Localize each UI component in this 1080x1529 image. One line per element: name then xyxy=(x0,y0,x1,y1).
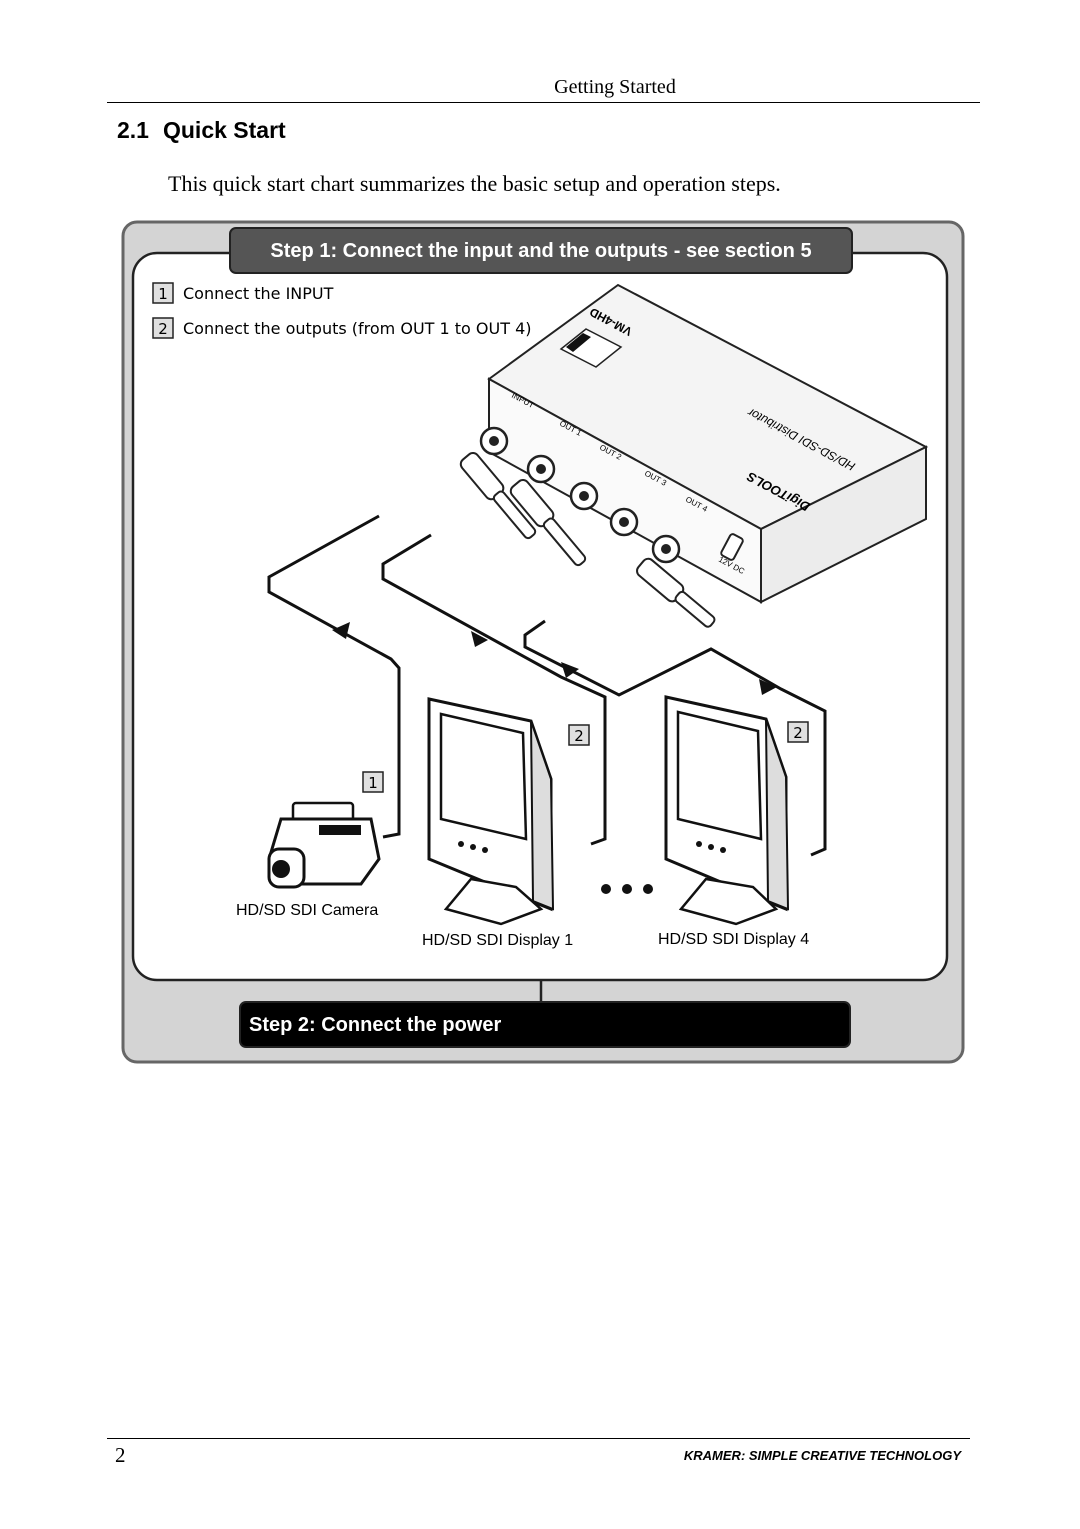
intro-paragraph: This quick start chart summarizes the ba… xyxy=(168,171,781,196)
instruction-text-1: Connect the INPUT xyxy=(183,284,334,303)
section-number: 2.1 xyxy=(117,117,149,143)
display-4-monitor xyxy=(664,695,790,926)
page-number: 2 xyxy=(115,1443,126,1467)
quick-start-chart: Step 1: Connect the input and the output… xyxy=(121,220,965,1064)
cable-out4-display4 xyxy=(523,619,827,857)
cable-arrow-input xyxy=(332,622,350,639)
display1-label: HD/SD SDI Display 1 xyxy=(422,932,573,949)
display-1-monitor xyxy=(427,697,555,926)
running-header: Getting Started xyxy=(554,76,676,98)
footer-brand: KRAMER: SIMPLE CREATIVE TECHNOLOGY xyxy=(683,1448,961,1463)
cable-arrow-out4-a xyxy=(561,662,579,678)
ellipsis-dot xyxy=(601,884,611,894)
camera-label: HD/SD SDI Camera xyxy=(236,902,378,919)
section-heading: 2.1 Quick Start xyxy=(117,117,286,144)
cable-camera-input xyxy=(267,514,401,839)
instruction-badge-2 xyxy=(152,317,174,339)
bnc-plug-out1 xyxy=(509,479,587,567)
cable-out1-display1 xyxy=(381,533,607,846)
ellipsis-dot xyxy=(622,884,632,894)
ellipsis-dot xyxy=(643,884,653,894)
display4-badge-num: 2 xyxy=(793,724,803,742)
step1-title: Step 1: Connect the input and the output… xyxy=(270,240,811,262)
header-rule xyxy=(107,102,980,103)
instruction-badge-1 xyxy=(152,282,174,304)
instruction-text-2: Connect the outputs (from OUT 1 to OUT 4… xyxy=(183,319,532,338)
bnc-plug-input xyxy=(459,452,537,540)
kramer-logo xyxy=(559,328,623,368)
camera-badge xyxy=(362,771,384,793)
display4-badge xyxy=(787,721,809,743)
step2-title: Step 2: Connect the power xyxy=(249,1014,501,1036)
instruction-badge-2-num: 2 xyxy=(158,320,168,338)
section-title: Quick Start xyxy=(162,117,286,143)
step1-banner xyxy=(229,227,853,274)
display4-label: HD/SD SDI Display 4 xyxy=(658,931,809,948)
camera-badge-num: 1 xyxy=(368,774,378,792)
display1-badge-num: 2 xyxy=(574,727,584,745)
vm4hd-device: VM-4HD HD/SD-SDI Distributor DigiTOOLS I… xyxy=(479,283,929,604)
display1-badge xyxy=(568,724,590,746)
step2-banner xyxy=(239,1001,851,1048)
instruction-badge-1-num: 1 xyxy=(158,285,168,303)
footer-rule xyxy=(107,1438,970,1439)
cable-arrow-out4-b xyxy=(759,679,777,695)
camera-icon xyxy=(267,801,381,889)
power-jack xyxy=(720,533,744,561)
cable-arrow-out1 xyxy=(471,631,488,647)
bnc-plug-out4 xyxy=(636,557,716,628)
